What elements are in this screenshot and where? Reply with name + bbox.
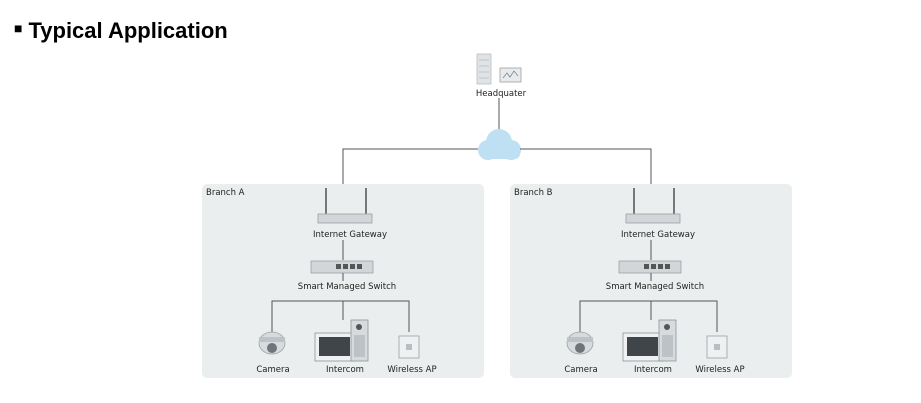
page-title: ■ Typical Application	[14, 18, 228, 44]
gateway-icon	[317, 188, 373, 224]
camera-label: Camera	[564, 365, 597, 375]
wireless-ap-label: Wireless AP	[695, 365, 744, 375]
headquarters-label: Headquater	[476, 89, 527, 99]
switch-label: Smart Managed Switch	[606, 282, 704, 292]
gateway-label: Internet Gateway	[621, 230, 695, 240]
switch-icon	[310, 260, 374, 274]
camera-label: Camera	[256, 365, 289, 375]
monitor-icon	[499, 67, 522, 83]
intercom-label: Intercom	[634, 365, 672, 375]
branch-b: Branch B Internet Gateway Smart Managed …	[514, 188, 745, 375]
wireless-ap-icon	[706, 335, 728, 359]
building-icon	[476, 53, 492, 85]
camera-icon	[566, 331, 594, 355]
title-text: Typical Application	[28, 18, 228, 43]
intercom-icon	[622, 319, 677, 362]
wireless-ap-label: Wireless AP	[387, 365, 436, 375]
intercom-label: Intercom	[326, 365, 364, 375]
bullet-icon: ■	[14, 20, 23, 37]
branch-a: Branch A Internet Gateway Smart Managed …	[206, 188, 437, 375]
switch-icon	[618, 260, 682, 274]
gateway-icon	[625, 188, 681, 224]
gateway-label: Internet Gateway	[313, 230, 387, 240]
cloud-icon	[478, 129, 521, 160]
camera-icon	[258, 331, 286, 355]
headquarters: Headquater	[476, 53, 527, 99]
wireless-ap-icon	[398, 335, 420, 359]
branch-name: Branch B	[514, 188, 553, 198]
switch-label: Smart Managed Switch	[298, 282, 396, 292]
intercom-icon	[314, 319, 369, 362]
branch-name: Branch A	[206, 188, 245, 198]
